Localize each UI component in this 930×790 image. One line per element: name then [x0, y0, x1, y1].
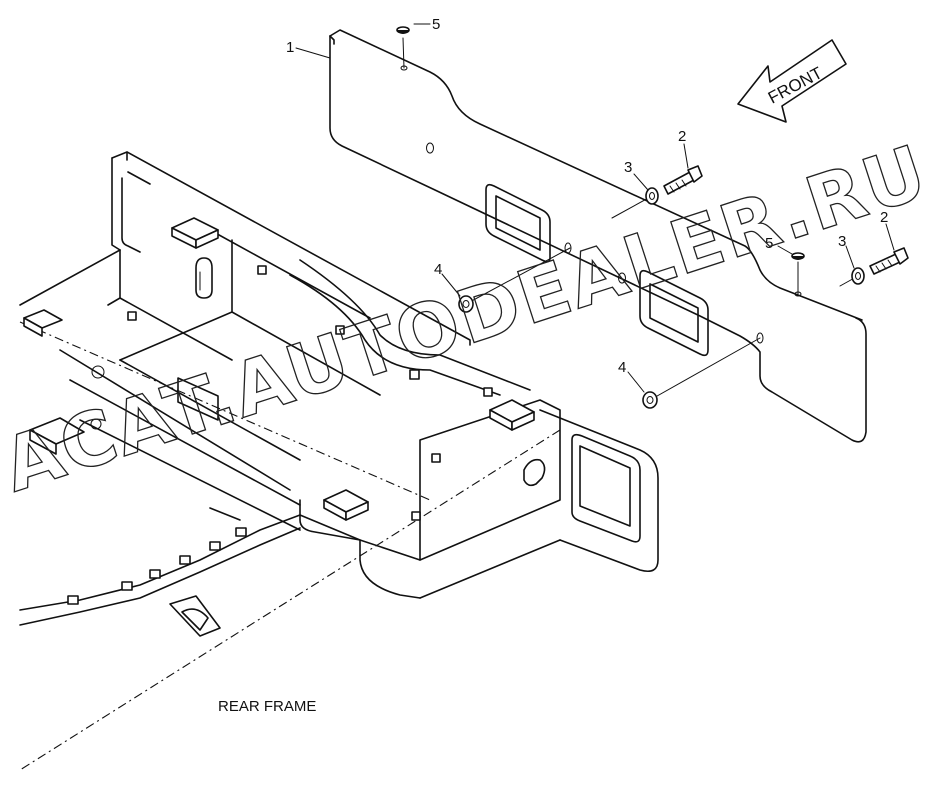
frame-bolt-heads [127, 265, 493, 521]
counterweight-window [639, 269, 709, 357]
callout-2-right: 2 [880, 209, 888, 226]
counterweight [329, 29, 867, 443]
front-direction-arrow: FRONT [737, 39, 847, 123]
frame-pad [323, 489, 369, 521]
frame-pad [29, 417, 85, 455]
rear-frame [19, 151, 659, 771]
callout-5-left: 5 [432, 16, 440, 33]
callout-3-right: 3 [838, 233, 846, 250]
front-label: FRONT [765, 63, 826, 107]
washer-3-right [851, 267, 865, 285]
washer-4-lower [642, 391, 658, 409]
watermark-text: ACAT.AUTODEALER.RU [0, 129, 930, 509]
bolt-2-left [663, 165, 703, 195]
callout-1: 1 [286, 39, 294, 56]
counterweight-window [485, 183, 551, 263]
callout-3-left: 3 [624, 159, 632, 176]
plug-5-left [396, 26, 410, 34]
washer-4-upper [458, 295, 474, 313]
frame-lug-row [67, 527, 247, 605]
callout-2-left: 2 [678, 128, 686, 145]
bolt-2-right [869, 247, 909, 275]
frame-pad [489, 399, 535, 431]
callout-5-right: 5 [765, 235, 773, 252]
frame-pad [23, 309, 63, 337]
callout-4-upper: 4 [434, 261, 442, 278]
frame-pad [171, 217, 219, 249]
rear-frame-caption: REAR FRAME [218, 698, 316, 715]
plug-5-right [791, 252, 805, 260]
washer-3-left [645, 187, 659, 205]
callout-4-lower: 4 [618, 359, 626, 376]
